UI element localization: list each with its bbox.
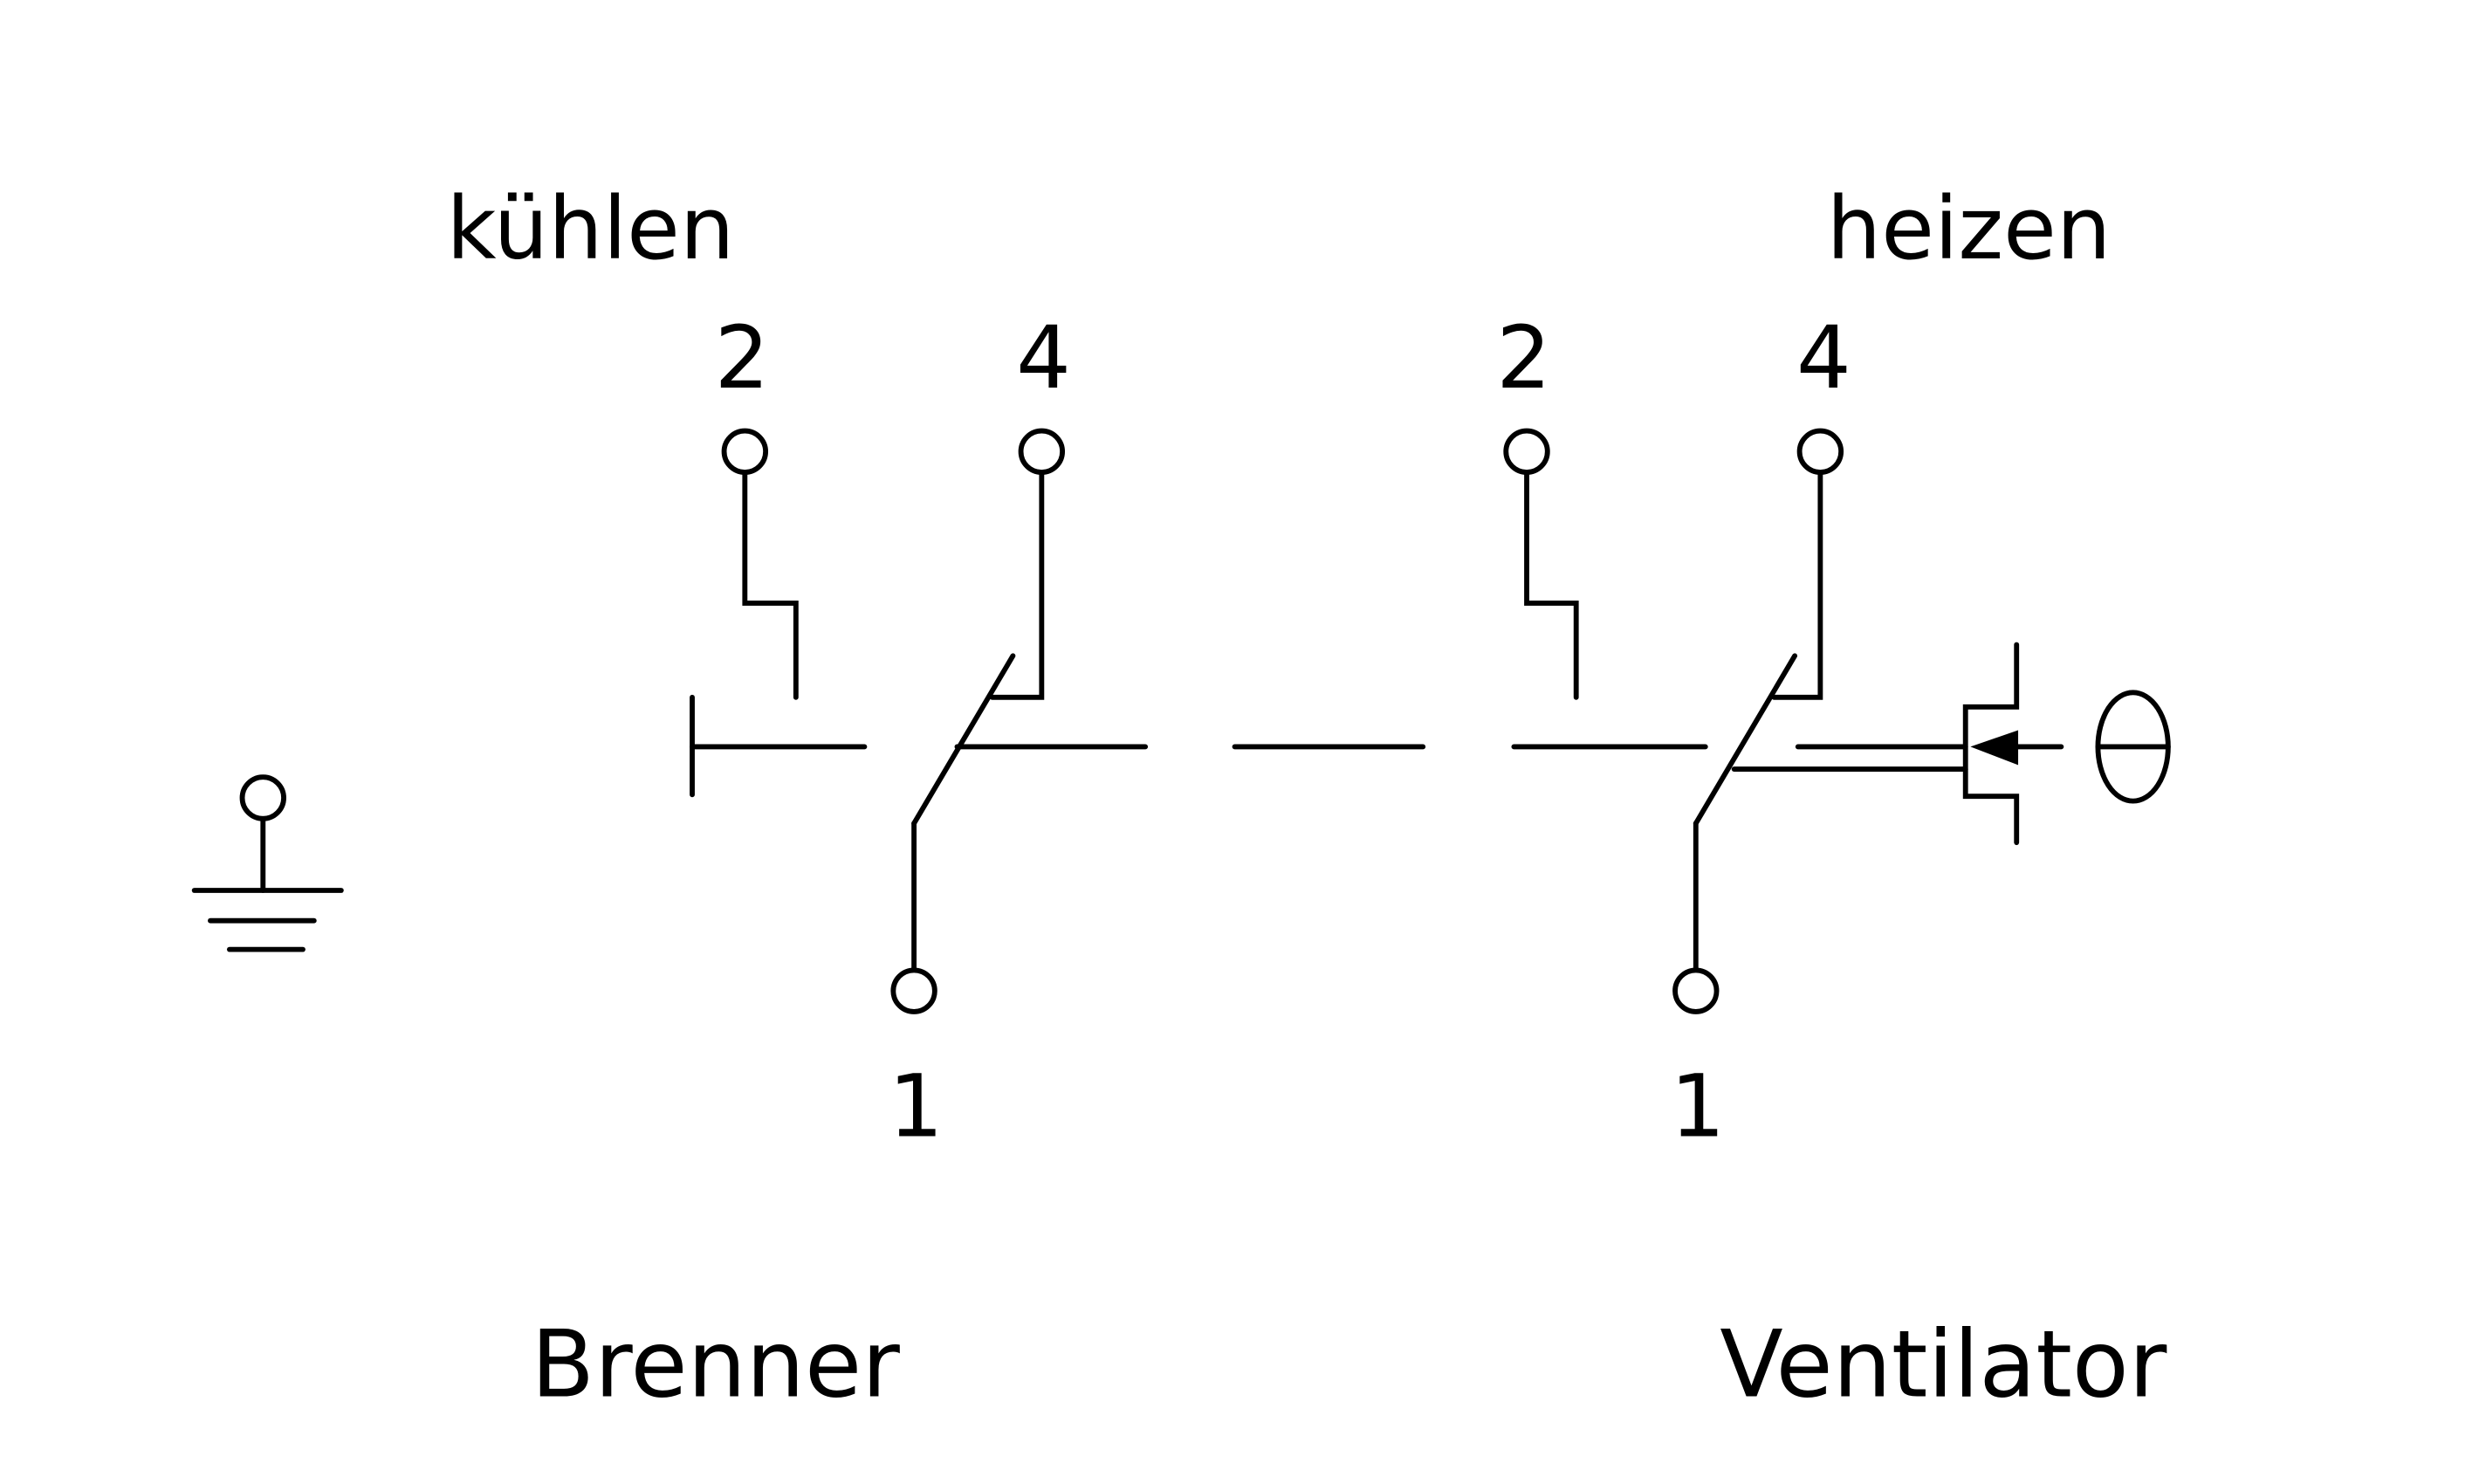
fan-terminal-1 bbox=[1672, 967, 1720, 1014]
burner-terminal-2 bbox=[721, 428, 769, 475]
fan-terminal-2 bbox=[1503, 428, 1550, 475]
theta-symbol-label: θ bbox=[3, 0, 4, 1]
burner-terminal-1 bbox=[890, 967, 937, 1014]
label-ventilator: Ventilator bbox=[1720, 1311, 2167, 1419]
burner-switch bbox=[742, 471, 1045, 972]
fan-terminal-2-label: 2 bbox=[1496, 308, 1551, 409]
ground-icon bbox=[191, 774, 344, 952]
mechanical-linkage bbox=[690, 694, 1968, 798]
label-heizen: heizen bbox=[1827, 179, 2112, 279]
burner-terminal-4-label: 4 bbox=[1016, 308, 1071, 409]
fan-switch bbox=[1524, 471, 1823, 972]
burner-terminal-1-label: 1 bbox=[889, 1057, 944, 1158]
label-brenner: Brenner bbox=[531, 1311, 900, 1419]
fan-terminal-1-label: 1 bbox=[1671, 1057, 1726, 1158]
burner-terminal-4 bbox=[1018, 428, 1066, 475]
fan-terminal-4 bbox=[1796, 428, 1844, 475]
label-kuehlen: kühlen bbox=[447, 179, 735, 279]
burner-terminal-2-label: 2 bbox=[715, 308, 770, 409]
fan-terminal-4-label: 4 bbox=[1796, 308, 1851, 409]
temperature-sensor-icon: θ bbox=[3, 0, 2171, 846]
